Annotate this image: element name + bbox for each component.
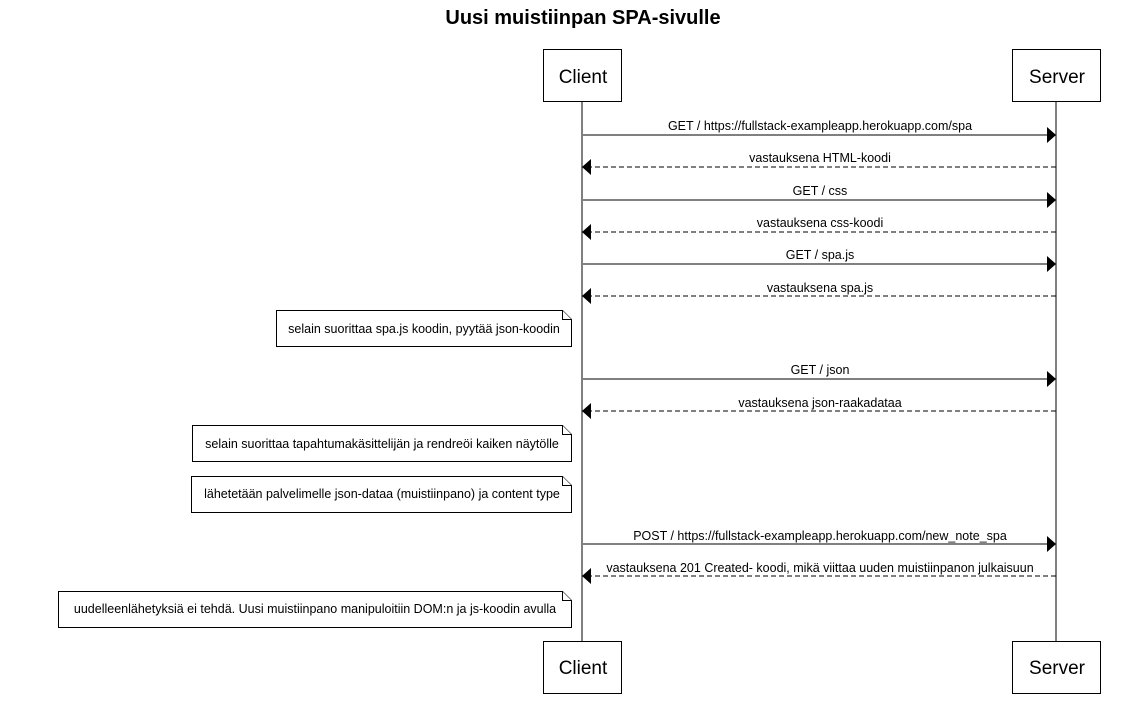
- note-fold: [562, 591, 572, 601]
- message-label: vastauksena HTML-koodi: [749, 151, 891, 165]
- note-render: selain suorittaa tapahtumakäsittelijän j…: [192, 425, 572, 462]
- note-box: [192, 425, 572, 462]
- note-label: selain suorittaa spa.js koodin, pyytää j…: [288, 322, 560, 336]
- note-fold: [562, 425, 572, 435]
- arrowhead-icon: [1047, 192, 1056, 208]
- note-box: [58, 591, 572, 628]
- message-get-css: GET / css: [583, 184, 1056, 208]
- arrowhead-icon: [582, 224, 591, 240]
- arrowhead-icon: [1047, 536, 1056, 552]
- message-get-json: GET / json: [583, 363, 1056, 387]
- note-label: selain suorittaa tapahtumakäsittelijän j…: [205, 437, 559, 451]
- arrowhead-icon: [1047, 256, 1056, 272]
- server-actor-bottom: Server: [1012, 641, 1101, 694]
- diagram-title: Uusi muistiinpan SPA-sivulle: [445, 7, 720, 29]
- message-spajs-response: vastauksena spa.js: [582, 281, 1056, 304]
- note-fold: [562, 476, 572, 486]
- note-box: [276, 310, 572, 347]
- client-actor-label: Client: [559, 67, 608, 88]
- message-label: GET / json: [791, 363, 850, 377]
- note-execute-spajs: selain suorittaa spa.js koodin, pyytää j…: [276, 310, 572, 347]
- server-actor-top: Server: [1012, 49, 1101, 102]
- arrowhead-icon: [582, 568, 591, 584]
- server-actor-label: Server: [1029, 658, 1086, 679]
- message-post-new-note: POST / https://fullstack-exampleapp.hero…: [583, 529, 1056, 552]
- note-label: lähetetään palvelimelle json-dataa (muis…: [204, 487, 560, 501]
- message-label: GET / spa.js: [786, 248, 855, 262]
- message-label: vastauksena json-raakadataa: [738, 396, 901, 410]
- note-fold: [562, 310, 572, 320]
- message-label: GET / css: [793, 184, 848, 198]
- arrowhead-icon: [582, 288, 591, 304]
- client-actor-box: [543, 641, 622, 694]
- arrowhead-icon: [582, 159, 591, 175]
- message-json-response: vastauksena json-raakadataa: [582, 396, 1056, 419]
- note-box: [191, 476, 572, 513]
- message-201-response: vastauksena 201 Created- koodi, mikä vii…: [582, 561, 1056, 584]
- message-label: POST / https://fullstack-exampleapp.hero…: [633, 529, 1007, 543]
- message-label: GET / https://fullstack-exampleapp.herok…: [668, 119, 972, 133]
- message-get-spajs: GET / spa.js: [583, 248, 1056, 272]
- arrowhead-icon: [1047, 127, 1056, 143]
- client-actor-box: [543, 49, 622, 102]
- message-html-response: vastauksena HTML-koodi: [582, 151, 1056, 175]
- client-actor-label: Client: [559, 658, 608, 679]
- server-actor-box: [1012, 49, 1101, 102]
- message-label: vastauksena 201 Created- koodi, mikä vii…: [606, 561, 1033, 575]
- server-actor-label: Server: [1029, 67, 1086, 88]
- arrowhead-icon: [1047, 371, 1056, 387]
- note-send-json: lähetetään palvelimelle json-dataa (muis…: [191, 476, 572, 513]
- message-css-response: vastauksena css-koodi: [582, 216, 1056, 240]
- message-label: vastauksena spa.js: [767, 281, 873, 295]
- note-no-reload: uudelleenlähetyksiä ei tehdä. Uusi muist…: [58, 591, 572, 628]
- client-actor-bottom: Client: [543, 641, 622, 694]
- note-label: uudelleenlähetyksiä ei tehdä. Uusi muist…: [74, 602, 556, 616]
- arrowhead-icon: [582, 403, 591, 419]
- server-actor-box: [1012, 641, 1101, 694]
- message-label: vastauksena css-koodi: [757, 216, 883, 230]
- client-actor-top: Client: [543, 49, 622, 102]
- message-get-spa: GET / https://fullstack-exampleapp.herok…: [583, 119, 1056, 143]
